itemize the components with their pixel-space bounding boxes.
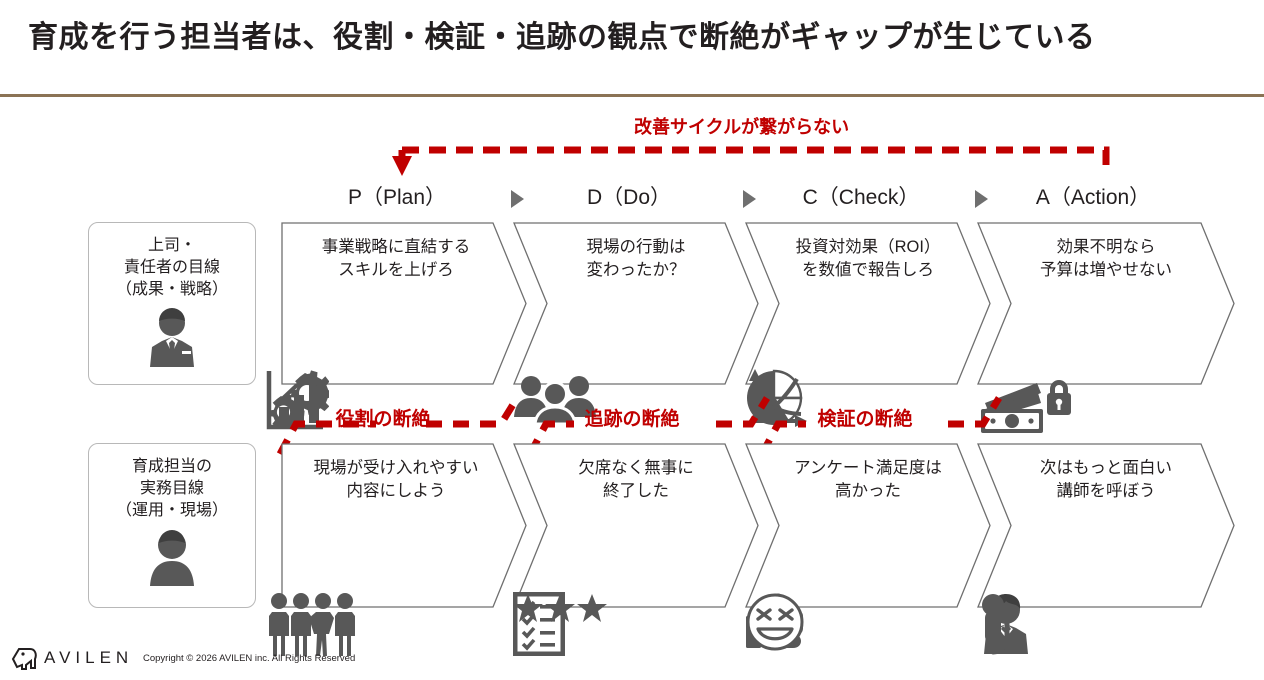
cell-manager-check: 投資対効果（ROI） を数値で報告しろ [745,222,991,427]
pdca-header-do: D（Do） [586,186,671,209]
gap-label-role: 役割の断絶 [335,409,431,430]
title-divider [0,94,1264,97]
persona-card-trainer: 育成担当の 実務目線 （運用・現場） [88,443,256,608]
avilen-wordmark: AVILEN [44,648,134,667]
persona-label-trainer: 育成担当の 実務目線 （運用・現場） [115,458,228,520]
cell-trainer-check: アンケート満足度は 高かった [745,443,991,651]
cycle-break-label: 改善サイクルが繋がらない [634,117,850,137]
persona-label-manager: 上司・ 責任者の目線 （成果・戦略） [115,237,228,299]
pdca-header-plan: P（Plan） [347,186,447,209]
cell-trainer-action: 次はもっと面白い 講師を呼ぼう [977,443,1235,655]
pdca-header-action: A（Action） [1035,186,1151,209]
avilen-logo-icon [10,646,38,672]
businessman-icon [142,307,202,369]
chevron-right-icon-2 [743,190,756,208]
cell-trainer-do: 欠席なく無事に 終了した [513,443,759,656]
gap-label-validation: 検証の断絶 [817,409,913,430]
cell-manager-do: 現場の行動は 変わったか？ [513,222,759,425]
cycle-feedback-arrow [392,146,1110,176]
gap-label-tracking: 追跡の断絶 [584,409,680,430]
person-icon [143,528,201,588]
chevron-right-icon-1 [511,190,524,208]
cell-manager-plan: 事業戦略に直結する スキルを上げろ [266,222,527,430]
persona-card-manager: 上司・ 責任者の目線 （成果・戦略） [88,222,256,385]
cell-manager-action: 効果不明なら 予算は増やせない [977,222,1235,433]
copyright-text: Copyright © 2026 AVILEN inc. All Rights … [143,653,356,664]
page-title: 育成を行う担当者は、役割・検証・追跡の観点で断絶がギャップが生じている [28,21,1096,54]
cell-trainer-plan: 現場が受け入れやすい 内容にしよう [269,443,527,656]
pdca-header-check: C（Check） [802,186,920,209]
chevron-right-icon-3 [975,190,988,208]
